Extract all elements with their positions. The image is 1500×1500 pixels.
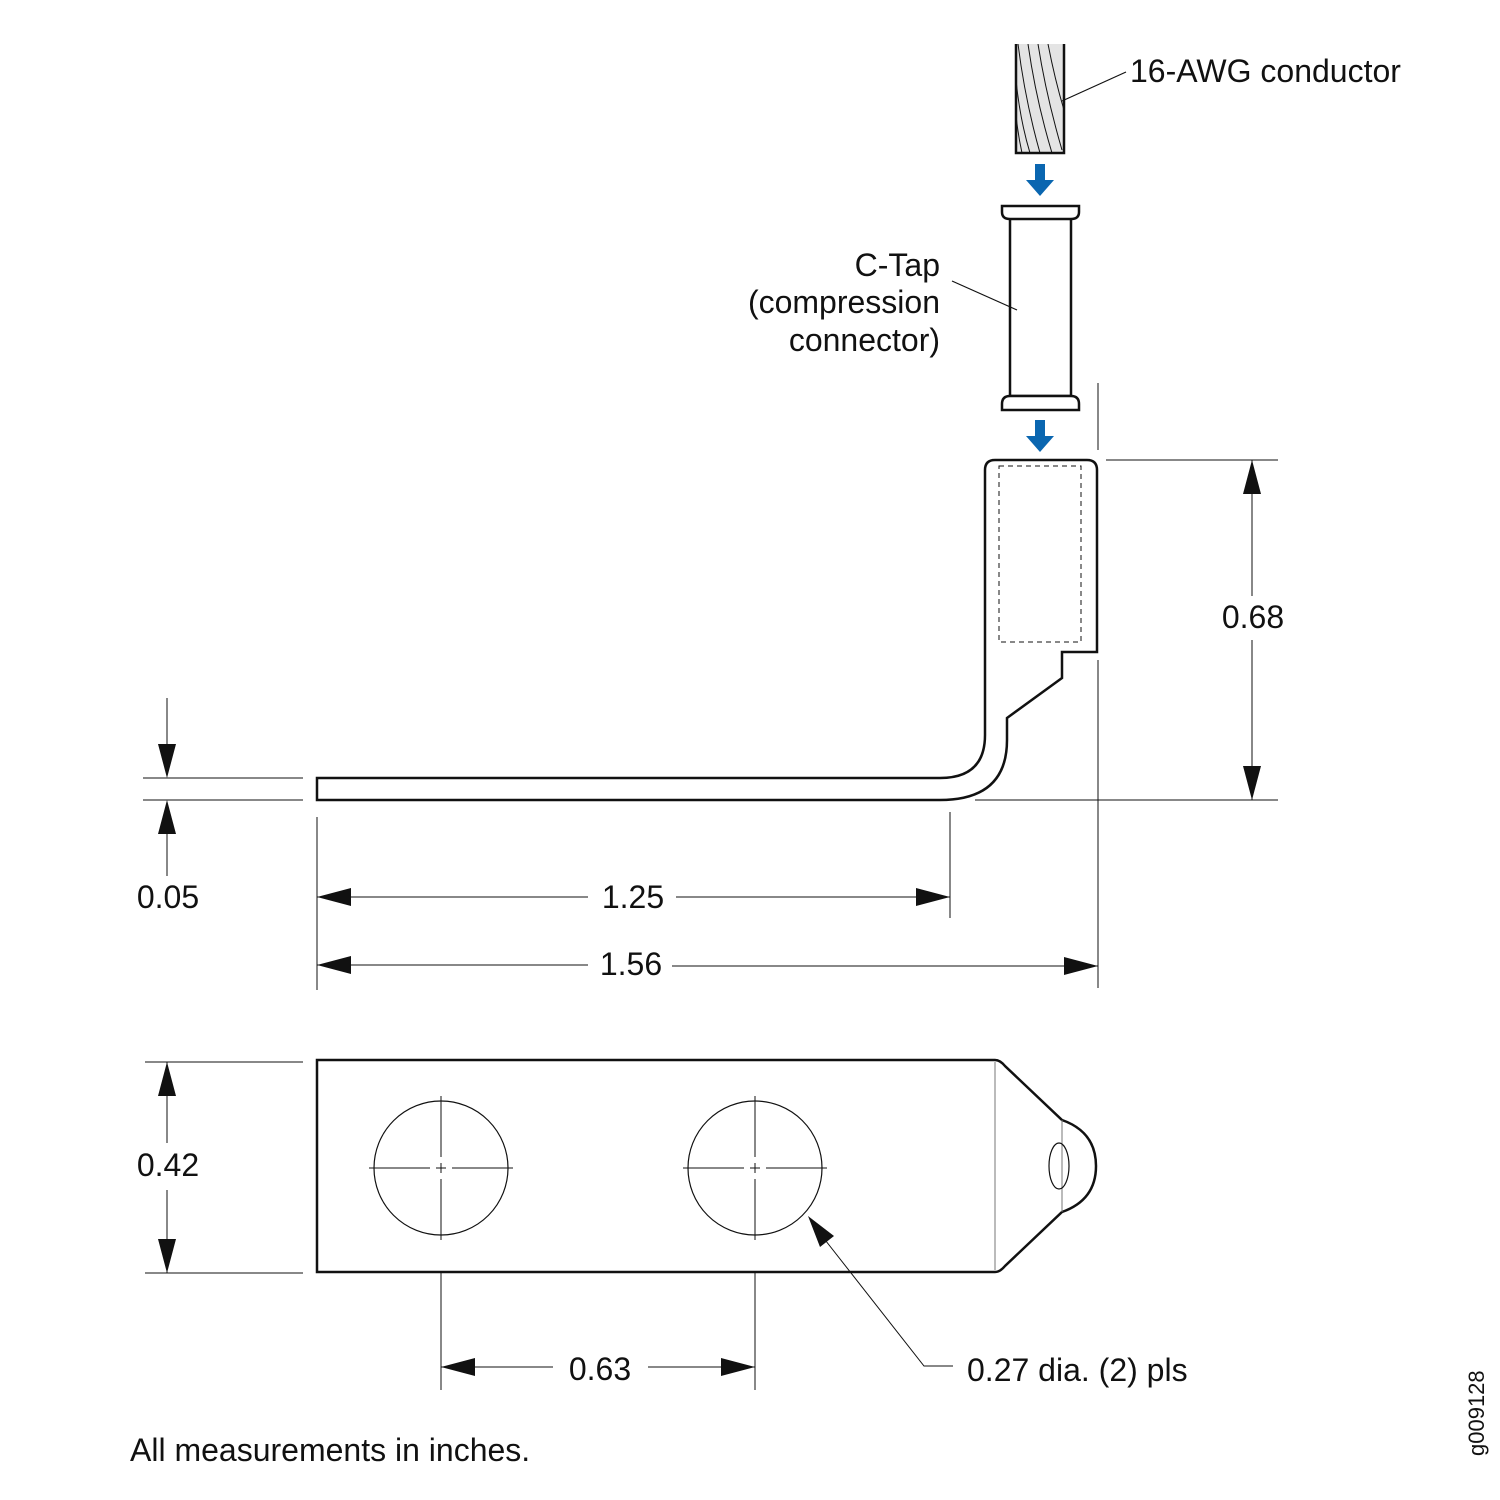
dim-length-to-bend: 1.25: [602, 879, 664, 915]
down-arrow-icon: [1026, 164, 1054, 196]
ctap-label-2: (compression: [748, 284, 940, 320]
footnote: All measurements in inches.: [130, 1432, 530, 1468]
barrel-hidden-line: [998, 465, 1082, 643]
conductor-label: 16-AWG conductor: [1130, 53, 1401, 89]
c-tap-connector: [1000, 204, 1081, 412]
dim-thickness: 0.05: [137, 879, 199, 915]
ctap-label-3: connector): [789, 322, 940, 358]
conductor-leader: [1061, 71, 1127, 102]
mounting-hole: [683, 1096, 827, 1240]
figure-id: g009128: [1464, 1370, 1489, 1456]
down-arrow-icon: [1026, 420, 1054, 452]
lug-top-view: [315, 1058, 1098, 1274]
ctap-leader: [951, 280, 1018, 311]
conductor: [1014, 44, 1066, 155]
lug-side-view: [315, 458, 1099, 802]
dim-overall-length: 1.56: [600, 946, 662, 982]
hole-callout: 0.27 dia. (2) pls: [967, 1352, 1188, 1388]
mounting-hole: [369, 1096, 513, 1240]
dim-hole-spacing: 0.63: [569, 1351, 631, 1387]
barrel-opening: [1048, 1142, 1070, 1190]
ctap-label-1: C-Tap: [855, 247, 940, 283]
dim-width: 0.42: [137, 1147, 199, 1183]
dim-barrel-height: 0.68: [1222, 599, 1284, 635]
